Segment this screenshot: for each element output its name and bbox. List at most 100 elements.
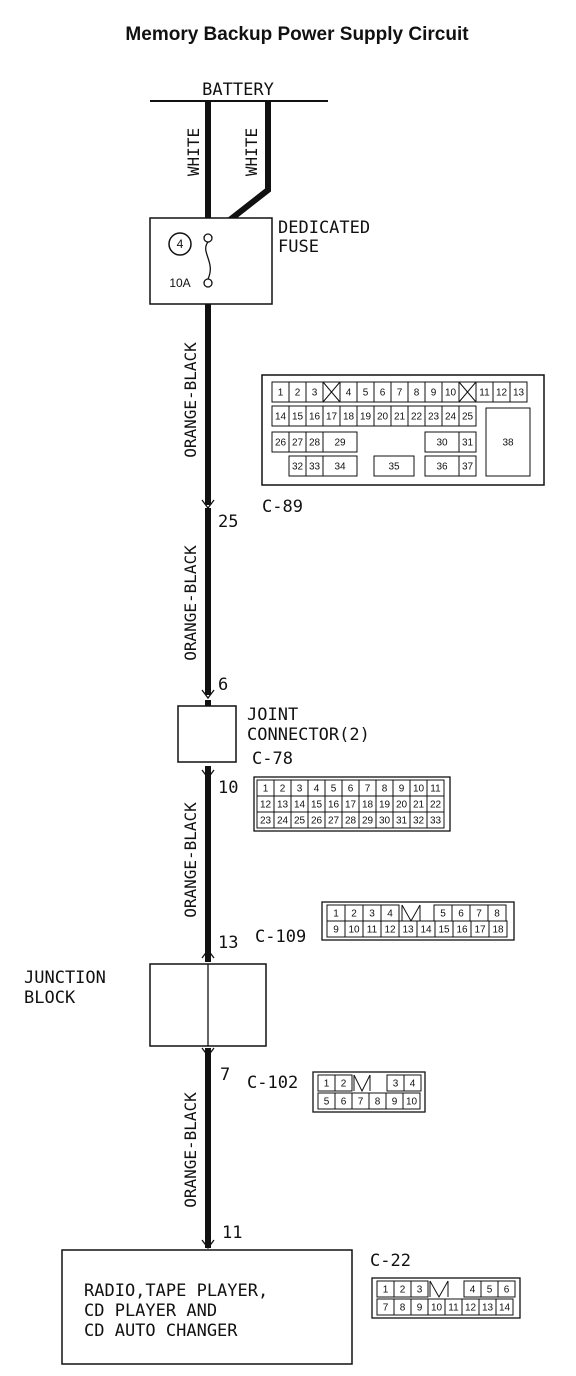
c22-pin-label: 11 [448, 1303, 459, 1314]
c89-pin-label: 27 [292, 438, 304, 449]
c89-pin-label: 16 [309, 412, 321, 423]
c78-pin-label: 2 [280, 784, 286, 795]
fuse-rating: 10A [169, 276, 190, 290]
c89-pin-label: 15 [292, 412, 304, 423]
c89-pin-label: 19 [360, 412, 372, 423]
c78-pin-label: 11 [430, 784, 441, 795]
c22-pin-label: 3 [417, 1285, 423, 1296]
c78-pin-label: 23 [260, 816, 272, 827]
c89-cell [322, 455, 358, 477]
c89-blank-cavity [322, 381, 341, 403]
wire-white-right [220, 101, 271, 229]
pin-7: 7 [220, 1065, 230, 1085]
pin-25: 25 [218, 512, 238, 532]
c102-label: C-102 [247, 1073, 298, 1093]
c89-pin-label: 23 [428, 412, 440, 423]
c102-cell [334, 1074, 353, 1092]
battery-label: BATTERY [202, 80, 274, 100]
pin-10-arrow [201, 769, 215, 780]
fuse-terminal-top [203, 233, 213, 243]
diagram-title: Memory Backup Power Supply Circuit [125, 24, 469, 45]
c78-cell [426, 811, 445, 829]
c89-pin-label: 35 [388, 462, 400, 473]
c22-cell [497, 1280, 516, 1298]
c89-blank-cavity [458, 381, 477, 403]
c89-pin-label: 7 [397, 388, 403, 399]
c89-cell [458, 455, 477, 477]
c109-cell [488, 920, 508, 938]
c22-pin-label: 10 [431, 1303, 443, 1314]
fuse-label-line1: DEDICATED [278, 218, 370, 238]
c109-pin-label: 2 [351, 909, 357, 920]
junction-label-line2: BLOCK [24, 988, 76, 1008]
c109-pin-label: 16 [456, 925, 468, 936]
pin-13-arrow [201, 948, 215, 959]
c89-pin-label: 38 [502, 438, 514, 449]
c102-pin-label: 10 [406, 1097, 418, 1108]
radio-label-line2: CD PLAYER AND [84, 1301, 217, 1321]
wire-label-ob4: ORANGE-BLACK [181, 1092, 200, 1208]
c89-pin-label: 31 [462, 438, 474, 449]
pin-6-arrow [201, 689, 215, 700]
pin-10: 10 [218, 778, 238, 798]
c22-pin-label: 9 [417, 1303, 423, 1314]
c102-pin-label: 7 [358, 1097, 364, 1108]
c78-pin-label: 21 [413, 800, 425, 811]
c89-pin-label: 22 [411, 412, 423, 423]
c78-pin-label: 22 [430, 800, 442, 811]
c89-pin-label: 21 [394, 412, 406, 423]
c78-label: C-78 [252, 749, 293, 769]
c89-pin-label: 37 [462, 462, 474, 473]
c89-pin-label: 26 [275, 438, 287, 449]
c102-pin-label: 9 [392, 1097, 398, 1108]
c78-pin-label: 31 [396, 816, 408, 827]
c109-pin-label: 4 [387, 909, 393, 920]
c89-pin-label: 4 [346, 388, 352, 399]
c109-pin-label: 6 [458, 909, 464, 920]
c89-label: C-89 [262, 497, 303, 517]
c89-cell [485, 407, 531, 477]
c109-pin-label: 7 [476, 909, 482, 920]
c78-pin-label: 8 [382, 784, 388, 795]
c109-pin-label: 18 [492, 925, 504, 936]
c78-pin-label: 29 [362, 816, 374, 827]
c109-pin-label: 13 [402, 925, 414, 936]
c78-pin-label: 13 [277, 800, 289, 811]
c102-pin-label: 8 [375, 1097, 381, 1108]
c89-pin-label: 36 [436, 462, 448, 473]
c89-pin-label: 33 [309, 462, 321, 473]
c78-pin-label: 19 [379, 800, 391, 811]
c89-pin-label: 32 [292, 462, 304, 473]
fuse-number: 4 [177, 237, 184, 251]
c22-pin-label: 5 [487, 1285, 493, 1296]
c102-pin-label: 4 [410, 1079, 416, 1090]
c78-pin-label: 24 [277, 816, 289, 827]
wire-label-white-left: WHITE [184, 128, 203, 176]
c89-pin-label: 10 [445, 388, 457, 399]
radio-label-line3: CD AUTO CHANGER [84, 1321, 238, 1341]
c78-pin-label: 3 [297, 784, 303, 795]
c102-pin-label: 5 [324, 1097, 330, 1108]
radio-label-line1: RADIO,TAPE PLAYER, [84, 1281, 268, 1301]
c78-pin-label: 14 [294, 800, 306, 811]
c89-pin-label: 34 [334, 462, 346, 473]
c22-pin-label: 4 [470, 1285, 476, 1296]
c78-pin-label: 9 [399, 784, 405, 795]
c22-cell [410, 1280, 429, 1298]
c89-pin-label: 1 [278, 388, 284, 399]
c78-pin-label: 27 [328, 816, 340, 827]
c89-pin-label: 3 [312, 388, 318, 399]
c102-pin-label: 2 [341, 1079, 347, 1090]
c109-pin-label: 14 [420, 925, 432, 936]
c109-pin-label: 5 [440, 909, 446, 920]
wire-label-ob3: ORANGE-BLACK [181, 802, 200, 918]
c89-pin-label: 9 [431, 388, 437, 399]
c102-key-notch [353, 1074, 371, 1093]
wire-label-ob1: ORANGE-BLACK [181, 342, 200, 458]
wire-label-white-right: WHITE [242, 128, 261, 176]
